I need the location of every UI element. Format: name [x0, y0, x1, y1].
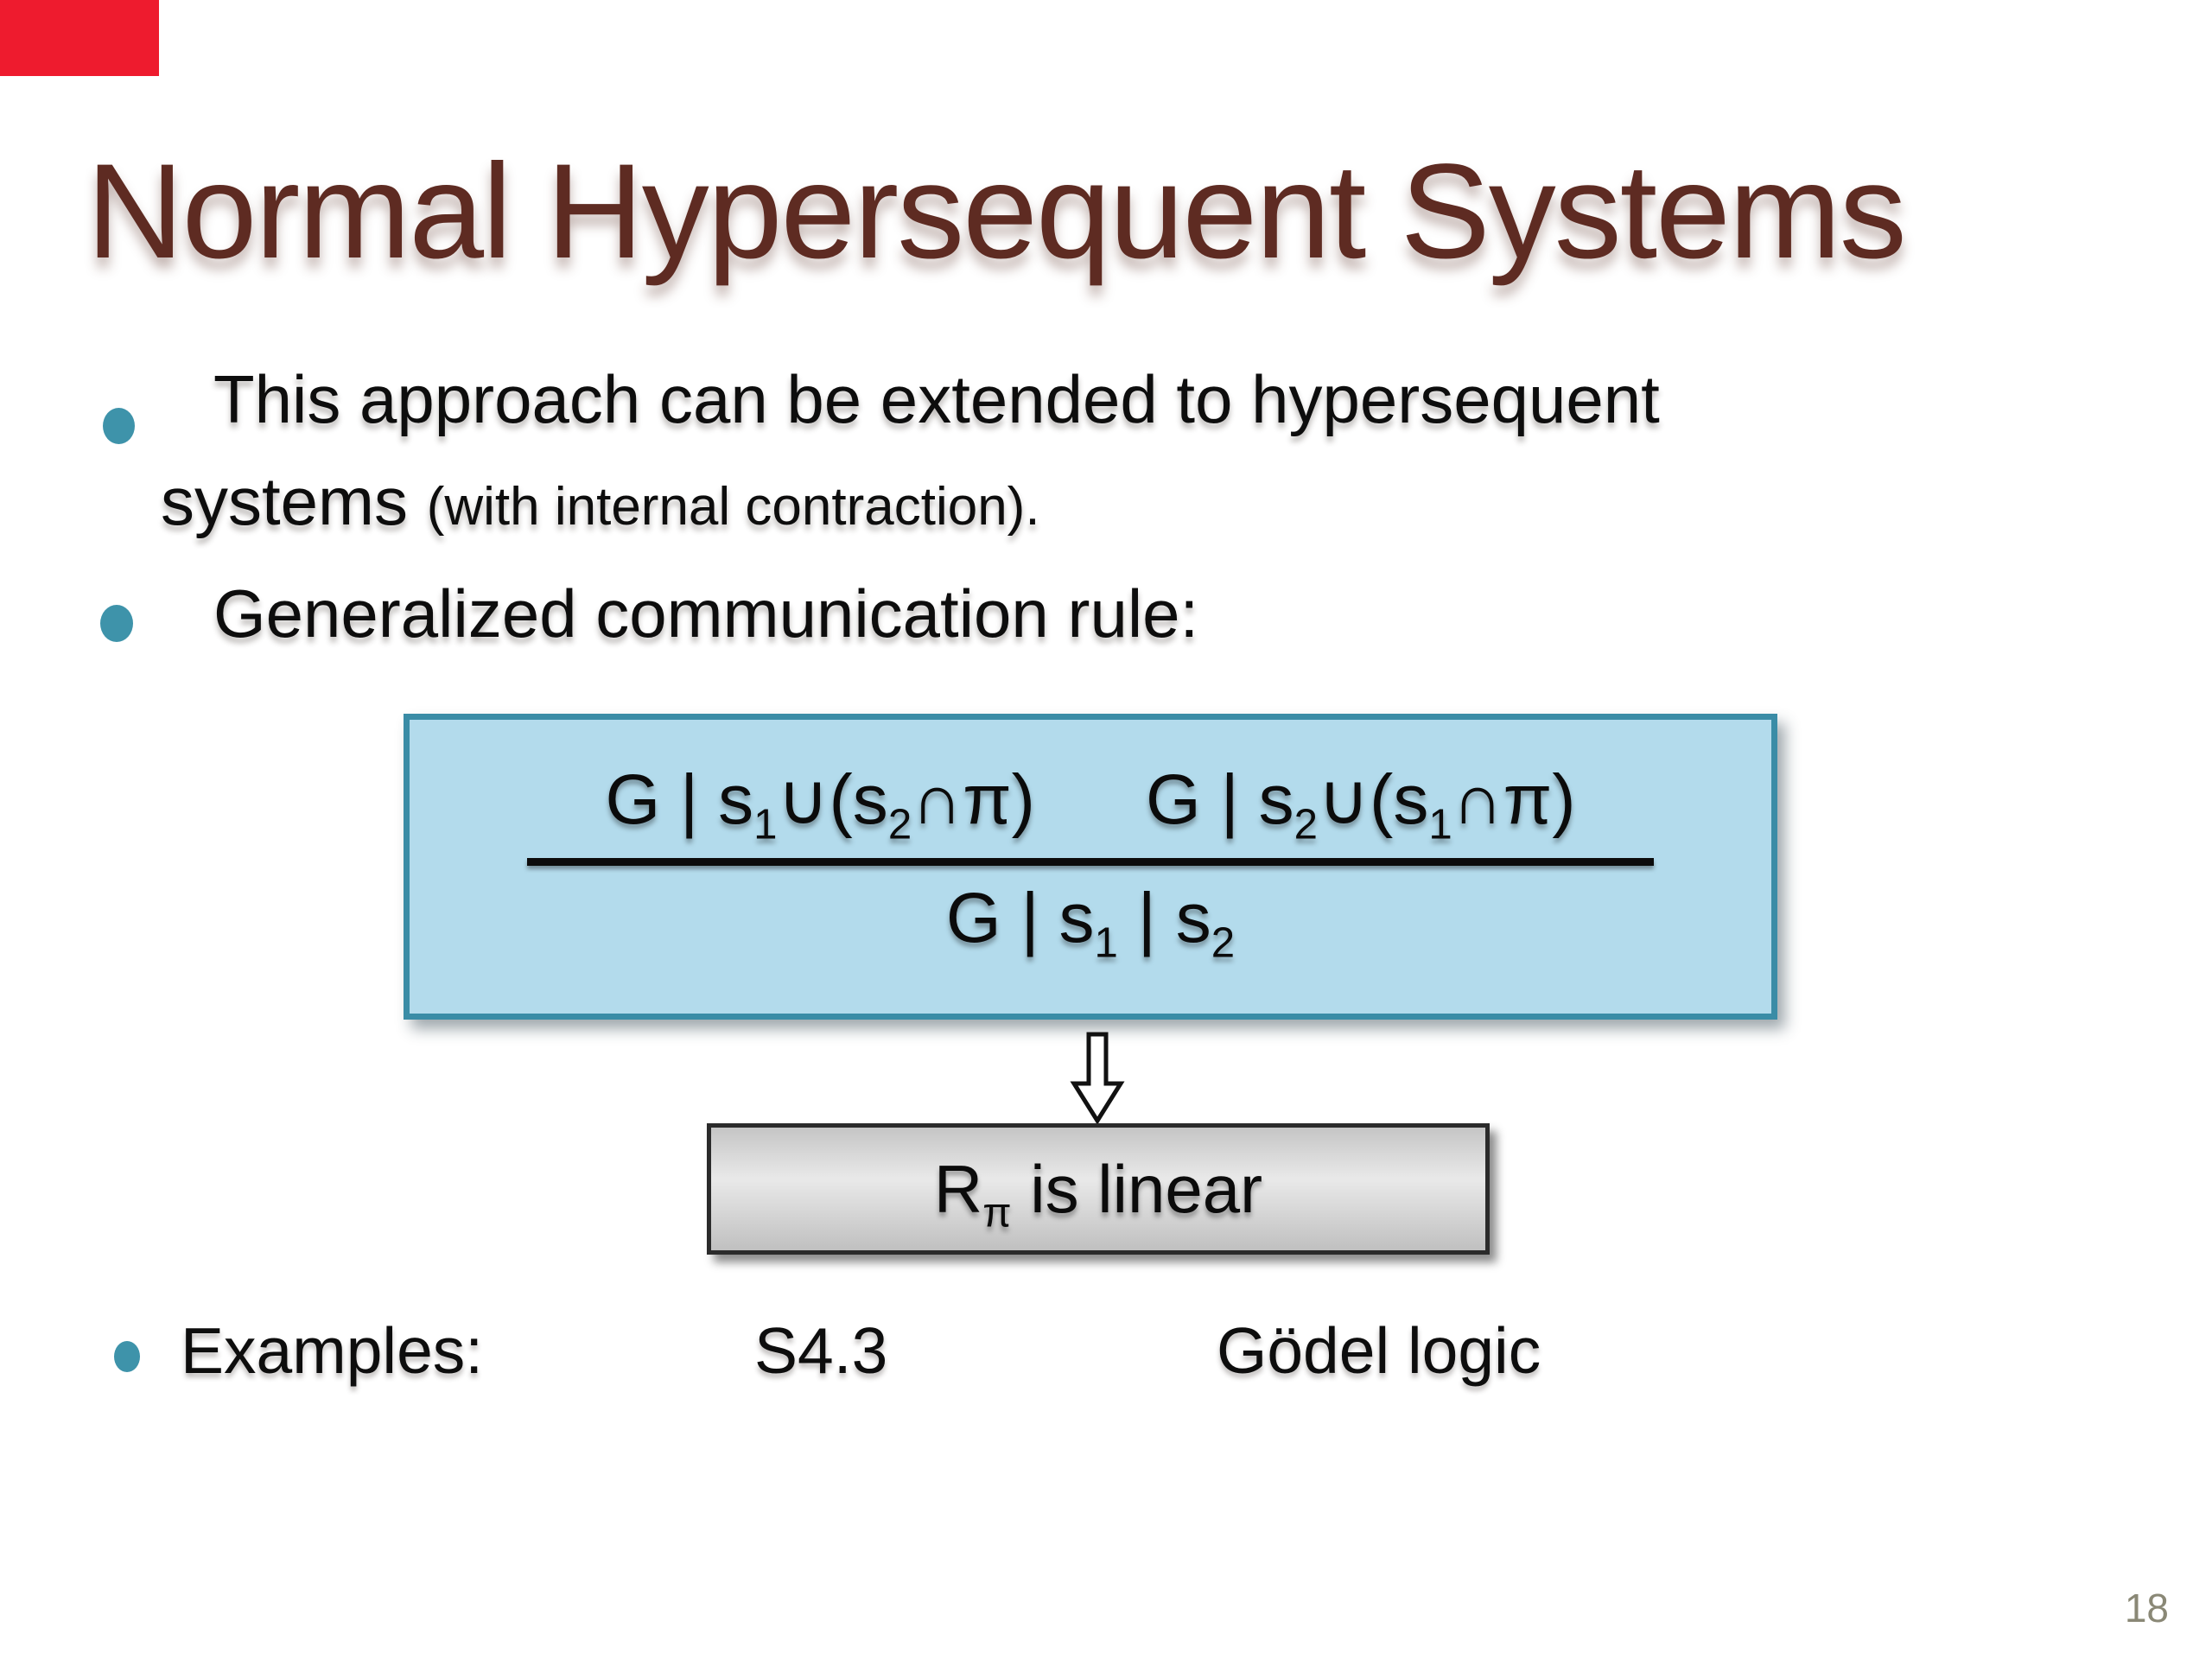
rule-conclusion: G | s1 | s2 — [945, 879, 1236, 967]
result-box: Rπ is linear — [707, 1123, 1490, 1255]
red-corner-marker — [0, 0, 159, 76]
rule-premise-right: G | s2∪(s1∩π) — [1146, 760, 1576, 849]
example-item-godel-logic: Gödel logic — [1217, 1314, 1541, 1387]
page-number: 18 — [2124, 1586, 2169, 1630]
bullet-icon — [114, 1341, 140, 1372]
example-item-s43: S4.3 — [754, 1314, 888, 1387]
bullet-icon — [100, 605, 133, 642]
rule-premises: G | s1∪(s2∩π) G | s2∪(s1∩π) — [605, 760, 1576, 849]
inference-line — [527, 858, 1654, 867]
down-arrow-icon — [1070, 1032, 1125, 1125]
bullet1-line2-main: systems — [161, 463, 427, 539]
rule-premise-left: G | s1∪(s2∩π) — [605, 760, 1035, 849]
bullet2-text: Generalized communication rule: — [213, 575, 1199, 652]
communication-rule-box: G | s1∪(s2∩π) G | s2∪(s1∩π) G | s1 | s2 — [404, 714, 1777, 1020]
examples-label: Examples: — [181, 1314, 484, 1387]
bullet1-line1: This approach can be extended to hyperse… — [213, 361, 1660, 437]
bullet-icon — [103, 408, 135, 444]
bullet1-line2-parenthetical: (with internal contraction). — [426, 477, 1040, 537]
result-text: Rπ is linear — [933, 1150, 1263, 1236]
bullet1-line2: systems (with internal contraction). — [161, 461, 1040, 543]
slide-title: Normal Hypersequent Systems — [86, 137, 1907, 287]
